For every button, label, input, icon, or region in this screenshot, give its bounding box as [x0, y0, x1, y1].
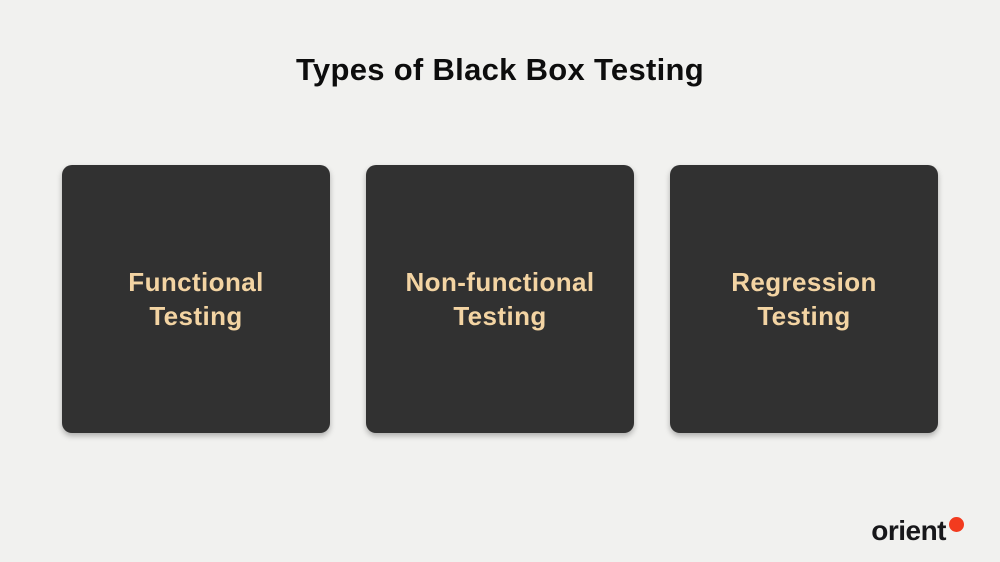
orient-logo: orient: [871, 517, 964, 545]
orient-logo-text: orient: [871, 515, 946, 546]
card-non-functional-testing: Non-functional Testing: [366, 165, 634, 433]
card-functional-testing: Functional Testing: [62, 165, 330, 433]
card-non-functional-testing-label: Non-functional Testing: [405, 267, 595, 331]
card-functional-testing-label: Functional Testing: [128, 267, 264, 331]
card-regression-testing: Regression Testing: [670, 165, 938, 433]
page-title: Types of Black Box Testing: [295, 52, 704, 87]
cards-row: Functional Testing Non-functional Testin…: [62, 165, 938, 433]
red-dot-icon: [949, 517, 964, 532]
card-regression-testing-label: Regression Testing: [731, 267, 877, 331]
